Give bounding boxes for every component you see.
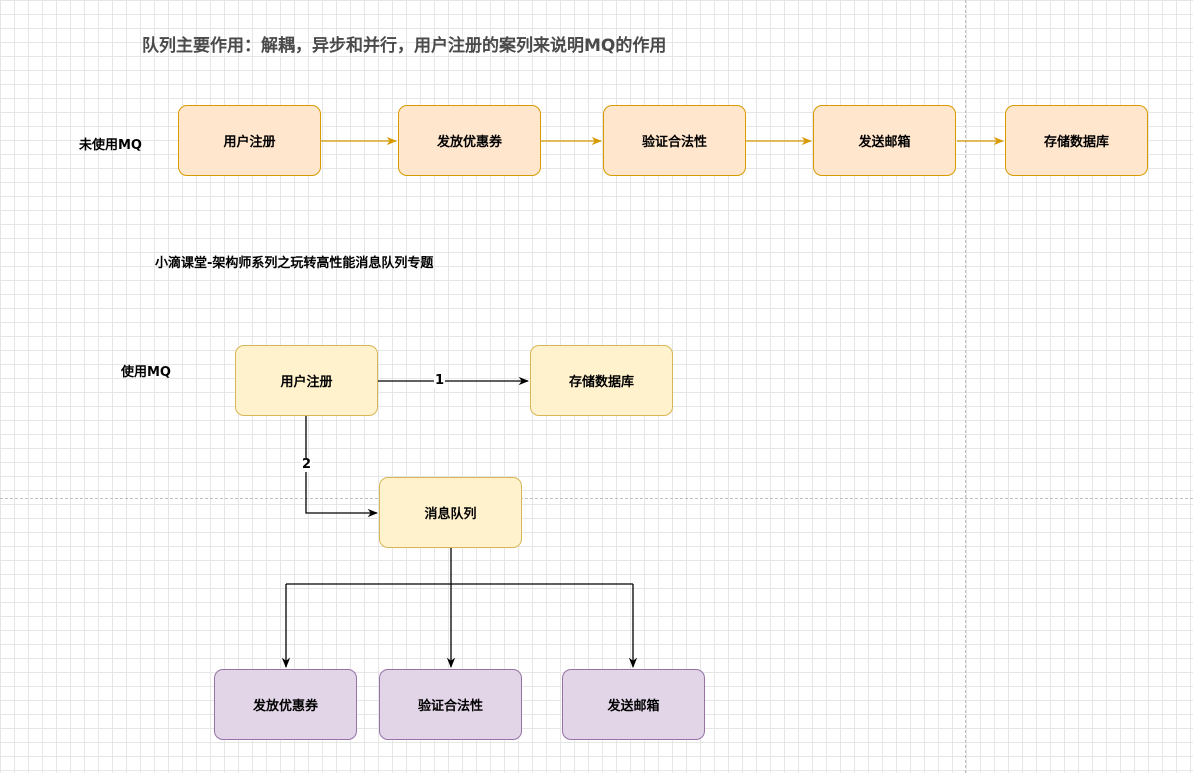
course-subtitle: 小滴课堂-架构师系列之玩转高性能消息队列专题 [155, 256, 434, 271]
node-label: 验证合法性 [641, 135, 707, 150]
node-validate-consumer[interactable]: 验证合法性 [379, 669, 522, 740]
node-label: 验证合法性 [417, 699, 483, 714]
page-break-vertical [965, 0, 966, 773]
node-label: 发送邮箱 [607, 699, 660, 714]
diagram-title: 队列主要作用：解耦，异步和并行，用户注册的案列来说明MQ的作用 [142, 36, 667, 56]
node-label: 存储数据库 [568, 375, 634, 390]
with-mq-label: 使用MQ [121, 365, 171, 380]
node-validate-sync[interactable]: 验证合法性 [603, 105, 746, 176]
edge-register-to-queue[interactable] [305, 416, 379, 518]
node-email-consumer[interactable]: 发送邮箱 [562, 669, 705, 740]
node-label: 发送邮箱 [858, 135, 911, 150]
node-label: 消息队列 [424, 507, 477, 522]
node-coupon-consumer[interactable]: 发放优惠券 [214, 669, 357, 740]
node-register-mq[interactable]: 用户注册 [235, 345, 378, 416]
node-label: 用户注册 [280, 375, 333, 390]
node-coupon-sync[interactable]: 发放优惠券 [398, 105, 541, 176]
node-database-sync[interactable]: 存储数据库 [1005, 105, 1148, 176]
node-message-queue[interactable]: 消息队列 [379, 477, 522, 548]
edge-label-2: 2 [301, 457, 313, 472]
node-label: 发放优惠券 [252, 699, 318, 714]
node-email-sync[interactable]: 发送邮箱 [813, 105, 956, 176]
edge-label-1: 1 [434, 373, 446, 388]
node-label: 用户注册 [223, 135, 276, 150]
node-register-sync[interactable]: 用户注册 [178, 105, 321, 176]
node-label: 存储数据库 [1043, 135, 1109, 150]
node-label: 发放优惠券 [436, 135, 502, 150]
page-break-horizontal [0, 498, 1193, 499]
node-database-mq[interactable]: 存储数据库 [530, 345, 673, 416]
without-mq-label: 未使用MQ [79, 138, 142, 153]
